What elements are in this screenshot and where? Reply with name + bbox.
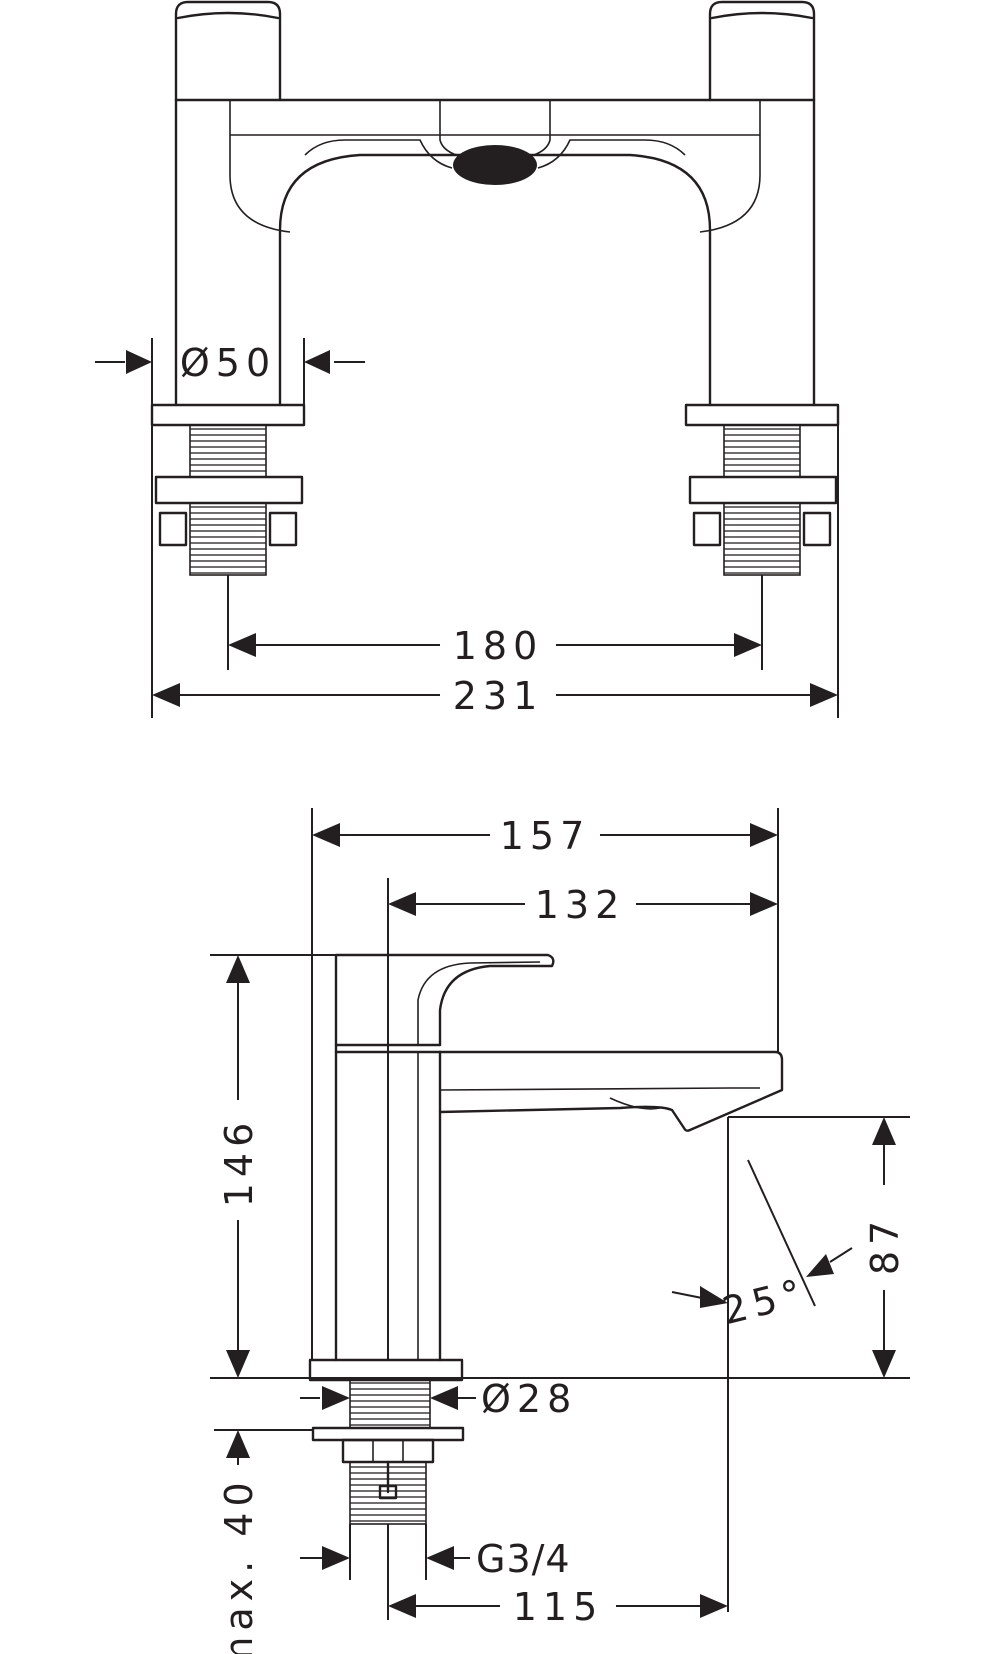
dimension-center-distance: 180 [227, 575, 763, 670]
dimension-outlet-distance: 115 [387, 1524, 728, 1629]
overall-width-label: 231 [453, 674, 544, 718]
dimension-overall-depth: 157 [311, 808, 779, 1360]
dimension-base-diameter: Ø50 [95, 338, 365, 405]
thread-label: G3/4 [476, 1537, 571, 1581]
dimension-angle: 25° [671, 1117, 853, 1612]
dimension-height: 146 [210, 954, 910, 1379]
spout-reach-label: 132 [535, 883, 626, 927]
right-handle [708, 0, 816, 102]
front-view: Ø50 180 231 [95, 0, 840, 718]
base-diameter-label: Ø50 [180, 341, 276, 385]
overall-depth-label: 157 [500, 814, 591, 858]
dimension-spout-height: 87 [728, 1116, 910, 1378]
side-mounting [308, 1358, 465, 1525]
outlet-distance-label: 115 [513, 1585, 604, 1629]
deck-thickness-label: max. 40 [217, 1476, 261, 1654]
side-body [334, 953, 784, 1362]
shank-diameter-label: Ø28 [481, 1377, 577, 1421]
side-view: 157 132 146 87 [210, 808, 910, 1654]
aerator-outlet [453, 145, 537, 185]
left-mounting [150, 403, 306, 576]
dimension-shank-diameter: Ø28 [300, 1377, 577, 1421]
angle-label: 25° [718, 1270, 811, 1333]
dimension-thread: G3/4 [300, 1524, 571, 1581]
height-label: 146 [217, 1117, 261, 1208]
bridge-body [174, 98, 816, 407]
center-distance-label: 180 [453, 624, 544, 668]
left-handle [174, 0, 282, 102]
dimension-overall-width: 231 [151, 425, 839, 718]
dimension-deck-thickness: max. 40 [214, 1429, 313, 1654]
spout-height-label: 87 [863, 1215, 907, 1275]
dimension-spout-reach: 132 [387, 878, 778, 1360]
right-mounting [684, 403, 840, 576]
